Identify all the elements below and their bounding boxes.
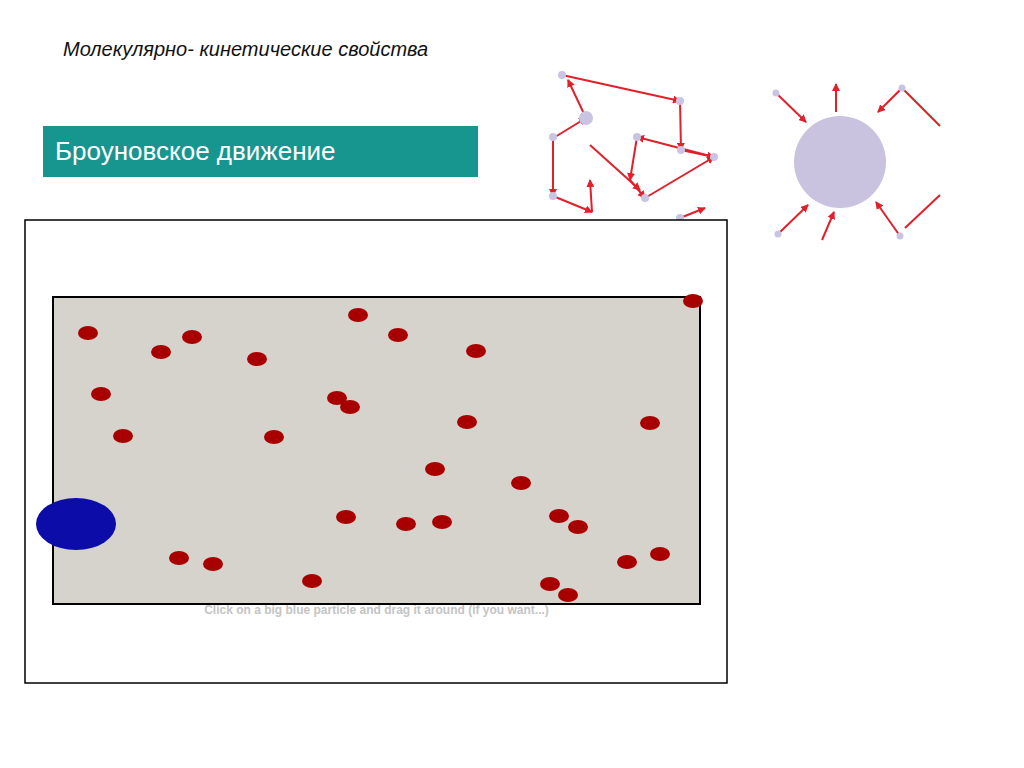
- molecule: [650, 547, 670, 561]
- molecule-dots: [549, 71, 718, 222]
- heading-box: Броуновское движение: [43, 126, 478, 177]
- molecule: [203, 557, 223, 571]
- molecule: [558, 588, 578, 602]
- molecule: [617, 555, 637, 569]
- molecule: [302, 574, 322, 588]
- brownian-particle: [794, 116, 886, 208]
- molecule: [511, 476, 531, 490]
- molecule: [336, 510, 356, 524]
- molecule: [388, 328, 408, 342]
- molecule: [683, 294, 703, 308]
- molecule: [113, 429, 133, 443]
- molecule: [78, 326, 98, 340]
- molecule: [396, 517, 416, 531]
- molecule: [264, 430, 284, 444]
- molecule: [425, 462, 445, 476]
- heading-text: Броуновское движение: [55, 136, 466, 167]
- molecule: [432, 515, 452, 529]
- molecule: [169, 551, 189, 565]
- molecule: [457, 415, 477, 429]
- molecule: [340, 400, 360, 414]
- molecule: [348, 308, 368, 322]
- slide-title: Молекулярно- кинетические свойства: [63, 38, 428, 61]
- hint-text: Click on a big blue particle and drag it…: [53, 603, 700, 617]
- molecule: [466, 344, 486, 358]
- molecule: [549, 509, 569, 523]
- molecule: [247, 352, 267, 366]
- zigzag-path: [553, 75, 714, 218]
- molecules: [78, 294, 703, 602]
- simulation-frame: [25, 220, 727, 683]
- molecule: [91, 387, 111, 401]
- impact-arrows: [776, 84, 940, 240]
- molecule: [151, 345, 171, 359]
- molecule: [540, 577, 560, 591]
- molecule: [568, 520, 588, 534]
- molecule: [182, 330, 202, 344]
- molecule: [640, 416, 660, 430]
- blue-particle: [36, 498, 116, 550]
- simulation-area: [53, 297, 700, 604]
